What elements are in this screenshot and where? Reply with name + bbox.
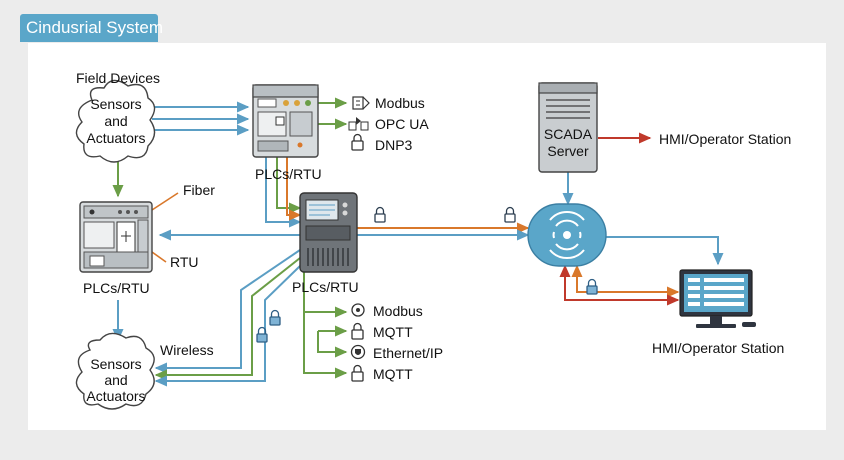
modbus-icon (352, 96, 370, 110)
link-plctop-center-orange (286, 157, 302, 221)
dnp3-lock-icon (351, 133, 364, 151)
sensors-top-line: and (104, 113, 128, 129)
plc-left-label: PLCs/RTU (83, 280, 150, 296)
rtu-leader (151, 251, 167, 263)
sensors-cloud-top (75, 79, 156, 163)
opcua-icon (348, 117, 369, 131)
wireless-gateway (527, 203, 607, 267)
sensors-top-label: Sensors and Actuators (84, 96, 148, 147)
mqtt-lock-icon-2 (351, 364, 364, 382)
sensors-bottom-line: Sensors (90, 356, 142, 372)
scada-server (538, 82, 598, 173)
link-gateway-hmi-blue (606, 236, 724, 266)
link-plctop-center-green (276, 157, 302, 214)
protocol-dnp3-label: DNP3 (375, 137, 413, 153)
link-plctop-center-blue (265, 157, 302, 228)
wireless-label: Wireless (160, 342, 214, 358)
plc-left-device (79, 201, 153, 273)
fiber-label: Fiber (183, 182, 215, 198)
sensors-bottom-line: Actuators (86, 388, 146, 404)
sensors-top-line: Actuators (86, 130, 146, 146)
link-center-ethip (317, 331, 348, 358)
link-wireless-2 (154, 257, 301, 381)
protocol-mqtt-label-2: MQTT (373, 366, 413, 382)
plc-center-label: PLCs/RTU (292, 279, 359, 295)
title-tab (20, 14, 158, 42)
plc-center-device (299, 192, 358, 273)
protocol-modbus-label: Modbus (375, 95, 425, 111)
plc-top-label: PLCs/RTU (255, 166, 322, 182)
scada-label-line: SCADA (543, 126, 593, 142)
mqtt-lock-icon (351, 322, 364, 340)
field-devices-label: Field Devices (76, 70, 161, 86)
sensors-top-line: Sensors (90, 96, 142, 112)
hmi-monitor (679, 269, 756, 328)
sensors-bottom-label: Sensors and Actuators (84, 356, 148, 404)
fiber-leader (151, 192, 179, 211)
sensors-bottom-line: and (104, 372, 128, 388)
ethernet-shield-icon (350, 344, 366, 360)
page-title: Cindusrial System (26, 18, 163, 37)
modbus-gear-icon (351, 303, 365, 317)
protocol-mqtt-label: MQTT (373, 324, 413, 340)
scada-label-line: Server (547, 143, 589, 159)
protocol-opcua-label: OPC UA (375, 116, 429, 132)
hmi-top-label: HMI/Operator Station (659, 131, 792, 147)
protocol-ethernetip-label: Ethernet/IP (373, 345, 444, 361)
scada-label: SCADA Server (539, 126, 597, 160)
sensors-cloud-bottom (75, 332, 155, 410)
link-wireless-1 (154, 249, 301, 374)
hmi-bottom-label: HMI/Operator Station (652, 340, 785, 356)
protocol-modbus-label-2: Modbus (373, 303, 423, 319)
link-center-mqtt2 (303, 312, 348, 379)
plc-top-device (252, 84, 319, 158)
link-gateway-hmi-red (559, 264, 680, 306)
rtu-label: RTU (170, 254, 199, 270)
